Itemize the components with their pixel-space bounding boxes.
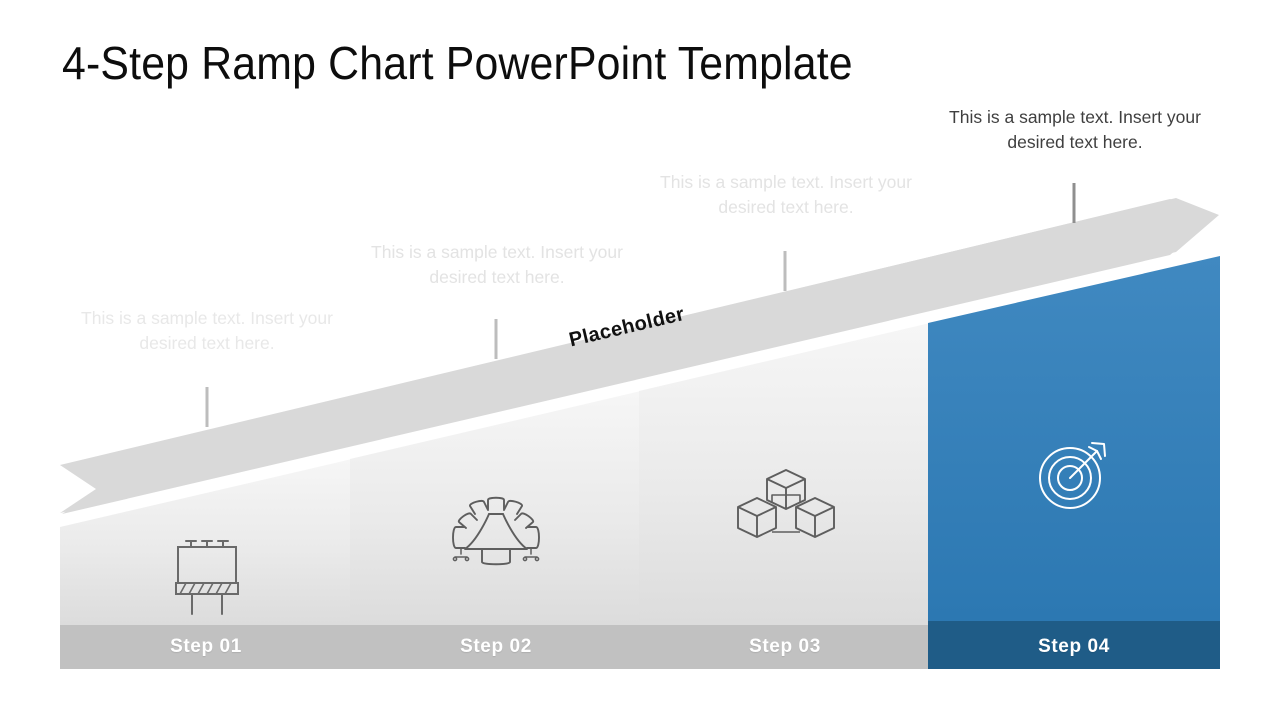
step-column-4[interactable] (928, 256, 1220, 669)
callout-step-4: This is a sample text. Insert your desir… (949, 107, 1201, 152)
callout-step-3: This is a sample text. Insert your desir… (660, 172, 912, 217)
billboard-icon (175, 540, 239, 615)
target-arrow-icon (1039, 442, 1106, 509)
step-column-2[interactable] (350, 391, 641, 669)
step-label-4: Step 04 (1038, 636, 1110, 657)
callout-step-2: This is a sample text. Insert your desir… (371, 242, 623, 287)
step-label-3: Step 03 (749, 636, 821, 657)
step-label-1: Step 01 (170, 636, 242, 657)
step-column-3[interactable] (639, 323, 930, 669)
callout-step-1: This is a sample text. Insert your desir… (81, 308, 333, 353)
cubes-icon (737, 469, 835, 538)
page-title: 4-Step Ramp Chart PowerPoint Template (62, 37, 853, 89)
step-label-2: Step 02 (460, 636, 532, 657)
conference-table-icon (452, 496, 540, 566)
